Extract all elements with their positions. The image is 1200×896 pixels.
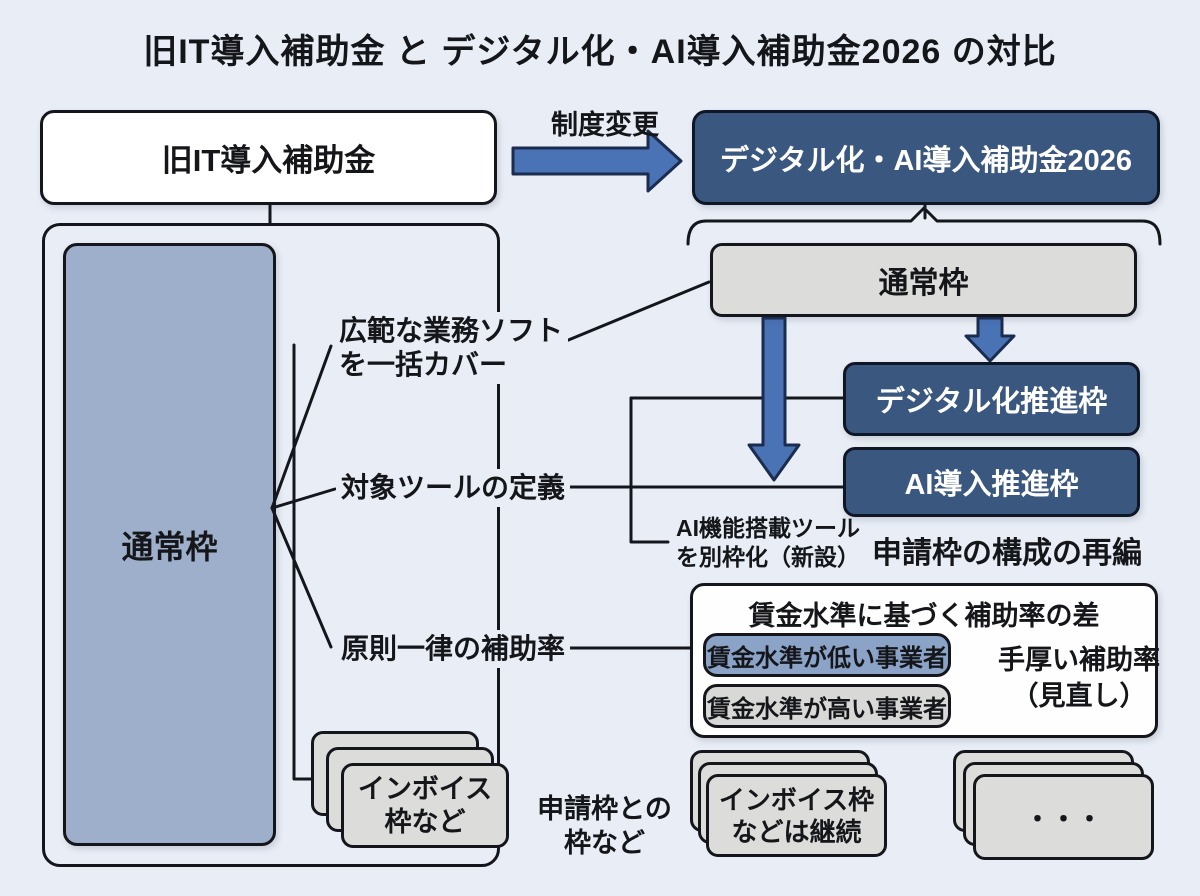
point-broad-software-line1: 広範な業務ソフト	[339, 315, 564, 346]
bottom-middle-note-line2: 枠など	[564, 828, 645, 858]
ai-frame-box: AI導入推進枠	[843, 447, 1140, 517]
digital-frame-box: デジタル化推進枠	[843, 362, 1140, 436]
wage-high-label: 賃金水準が高い事業者	[707, 695, 947, 723]
wage-low-pill: 賃金水準が低い事業者	[703, 633, 951, 677]
fan-line-p1	[270, 344, 333, 510]
fan-line-p2	[270, 487, 337, 510]
ai-frame-label: AI導入推進枠	[904, 469, 1079, 501]
old-normal-frame-box: 通常枠	[63, 243, 276, 846]
wage-box: 賃金水準に基づく補助率の差 賃金水準が低い事業者 賃金水準が高い事業者 手厚い補…	[690, 583, 1160, 738]
old-invoice-line2: 枠など	[384, 806, 466, 837]
point-broad-software-line2: を一括カバー	[339, 349, 508, 380]
new-normal-frame-box: 通常枠	[710, 243, 1137, 317]
point-uniform-rate: 原則一律の補助率	[336, 630, 571, 668]
digital-frame-label: デジタル化推進枠	[875, 386, 1108, 418]
old-program-label: 旧IT導入補助金	[161, 143, 376, 178]
ai-note-bracket-line	[629, 396, 670, 544]
bottom-middle-note: 申請枠との 枠など	[532, 792, 677, 860]
short-down-arrow-icon	[964, 316, 1016, 363]
wage-result-text: 手厚い補助率 （見直し）	[998, 642, 1160, 714]
long-down-arrow-icon	[747, 316, 801, 482]
line-p1-to-normal-frame	[564, 280, 711, 343]
new-normal-frame-label: 通常枠	[878, 267, 969, 300]
bottom-middle-note-line1: 申請枠との	[537, 794, 672, 824]
old-normal-frame-label: 通常枠	[121, 528, 218, 565]
new-program-box: デジタル化・AI導入補助金2026	[692, 110, 1160, 205]
wage-result-line1: 手厚い補助率	[998, 645, 1160, 675]
new-program-label: デジタル化・AI導入補助金2026	[720, 144, 1132, 177]
new-invoice-stack-front: インボイス枠 などは継続	[706, 774, 887, 857]
wage-result-line2: （見直し）	[1011, 681, 1147, 711]
ai-note-line1: AI機能搭載ツール	[676, 515, 860, 541]
transition-label: 制度変更	[551, 110, 659, 140]
page-title: 旧IT導入補助金 と デジタル化・AI導入補助金2026 の対比	[143, 33, 1057, 71]
point-broad-software: 広範な業務ソフト を一括カバー	[334, 312, 569, 384]
wage-high-pill: 賃金水準が高い事業者	[703, 684, 951, 728]
etc-stack-label: ・・・	[1024, 803, 1103, 834]
point-tool-definition: 対象ツールの定義	[336, 469, 571, 507]
wage-box-title: 賃金水準に基づく補助率の差	[748, 601, 1100, 631]
new-invoice-line2: などは継続	[731, 816, 862, 847]
old-program-box: 旧IT導入補助金	[40, 110, 497, 205]
ai-note: AI機能搭載ツール を別枠化（新設）	[676, 514, 860, 572]
etc-stack-front: ・・・	[973, 774, 1154, 860]
wage-low-label: 賃金水準が低い事業者	[707, 644, 947, 672]
new-program-bracket	[686, 206, 1162, 246]
fan-line-p3	[270, 506, 333, 649]
points-bracket-line	[292, 343, 317, 781]
new-invoice-line1: インボイス枠	[718, 784, 875, 815]
reorg-note: 申請枠の構成の再編	[872, 537, 1142, 570]
old-program-container-frame	[42, 223, 500, 867]
transition-arrow-icon	[511, 129, 683, 193]
ai-note-line2: を別枠化（新設）	[676, 544, 860, 570]
old-invoice-line1: インボイス	[357, 773, 493, 804]
old-invoice-stack-front: インボイス 枠など	[341, 763, 509, 848]
